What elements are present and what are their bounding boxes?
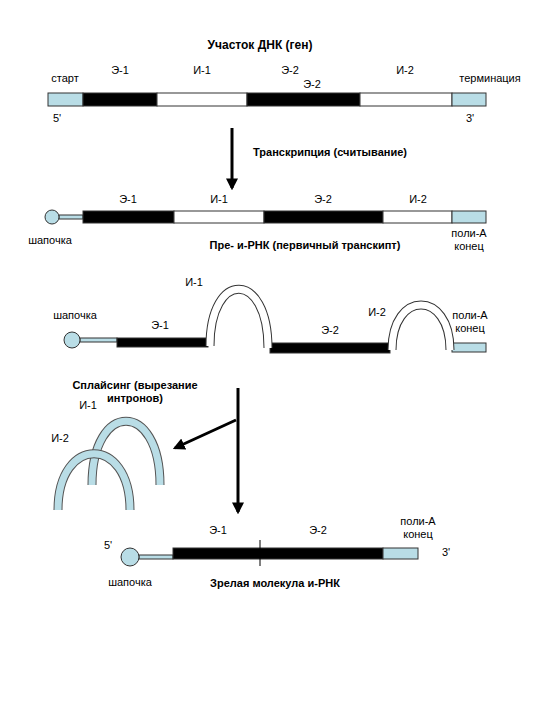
diagram-label: 3' [442,546,450,559]
diagram-label: терминация [459,72,520,85]
diagram-label: Пре- и-РНК (первичный транскипт) [210,239,401,252]
diagram-label: шапочка [53,309,97,322]
diagram-title: Участок ДНК (ген) [208,38,313,52]
diagram-label: И-2 [368,306,386,319]
diagram-label: Э-2 [309,524,327,537]
diagram-label: Э-2 [314,193,332,206]
diagram-label: Э-2 [281,64,299,77]
diagram-label: И-2 [409,193,427,206]
diagram-label: старт [51,72,78,85]
diagram-label: И-1 [79,399,97,412]
diagram-label: поли-А конец [396,515,440,541]
diagram-label: И-1 [193,64,211,77]
diagram-label: 5' [104,539,112,552]
diagram-label: Транскрипция (считывание) [253,146,407,159]
diagram-label: шапочка [28,234,72,247]
diagram-label: Э-2 [321,324,339,337]
diagram-label: Сплайсинг (вырезание интронов) [48,379,223,405]
diagram-label: шапочка [108,576,152,589]
diagram-label: 5' [53,112,61,125]
diagram-label: поли-А конец [448,309,492,335]
diagram-label: поли-А конец [447,227,491,253]
diagram-label: И-1 [210,193,228,206]
diagram-label: 3' [466,112,474,125]
diagram-label: И-2 [396,64,414,77]
diagram-label: И-1 [185,276,203,289]
diagram-label: Зрелая молекула и-РНК [210,577,340,590]
diagram-label: И-2 [51,432,69,445]
diagram-label: Э-2 [303,78,321,91]
diagram-label: Э-1 [111,64,129,77]
diagram-label: Э-1 [209,524,227,537]
diagram-label: Э-1 [119,193,137,206]
diagram-label: Э-1 [151,319,169,332]
